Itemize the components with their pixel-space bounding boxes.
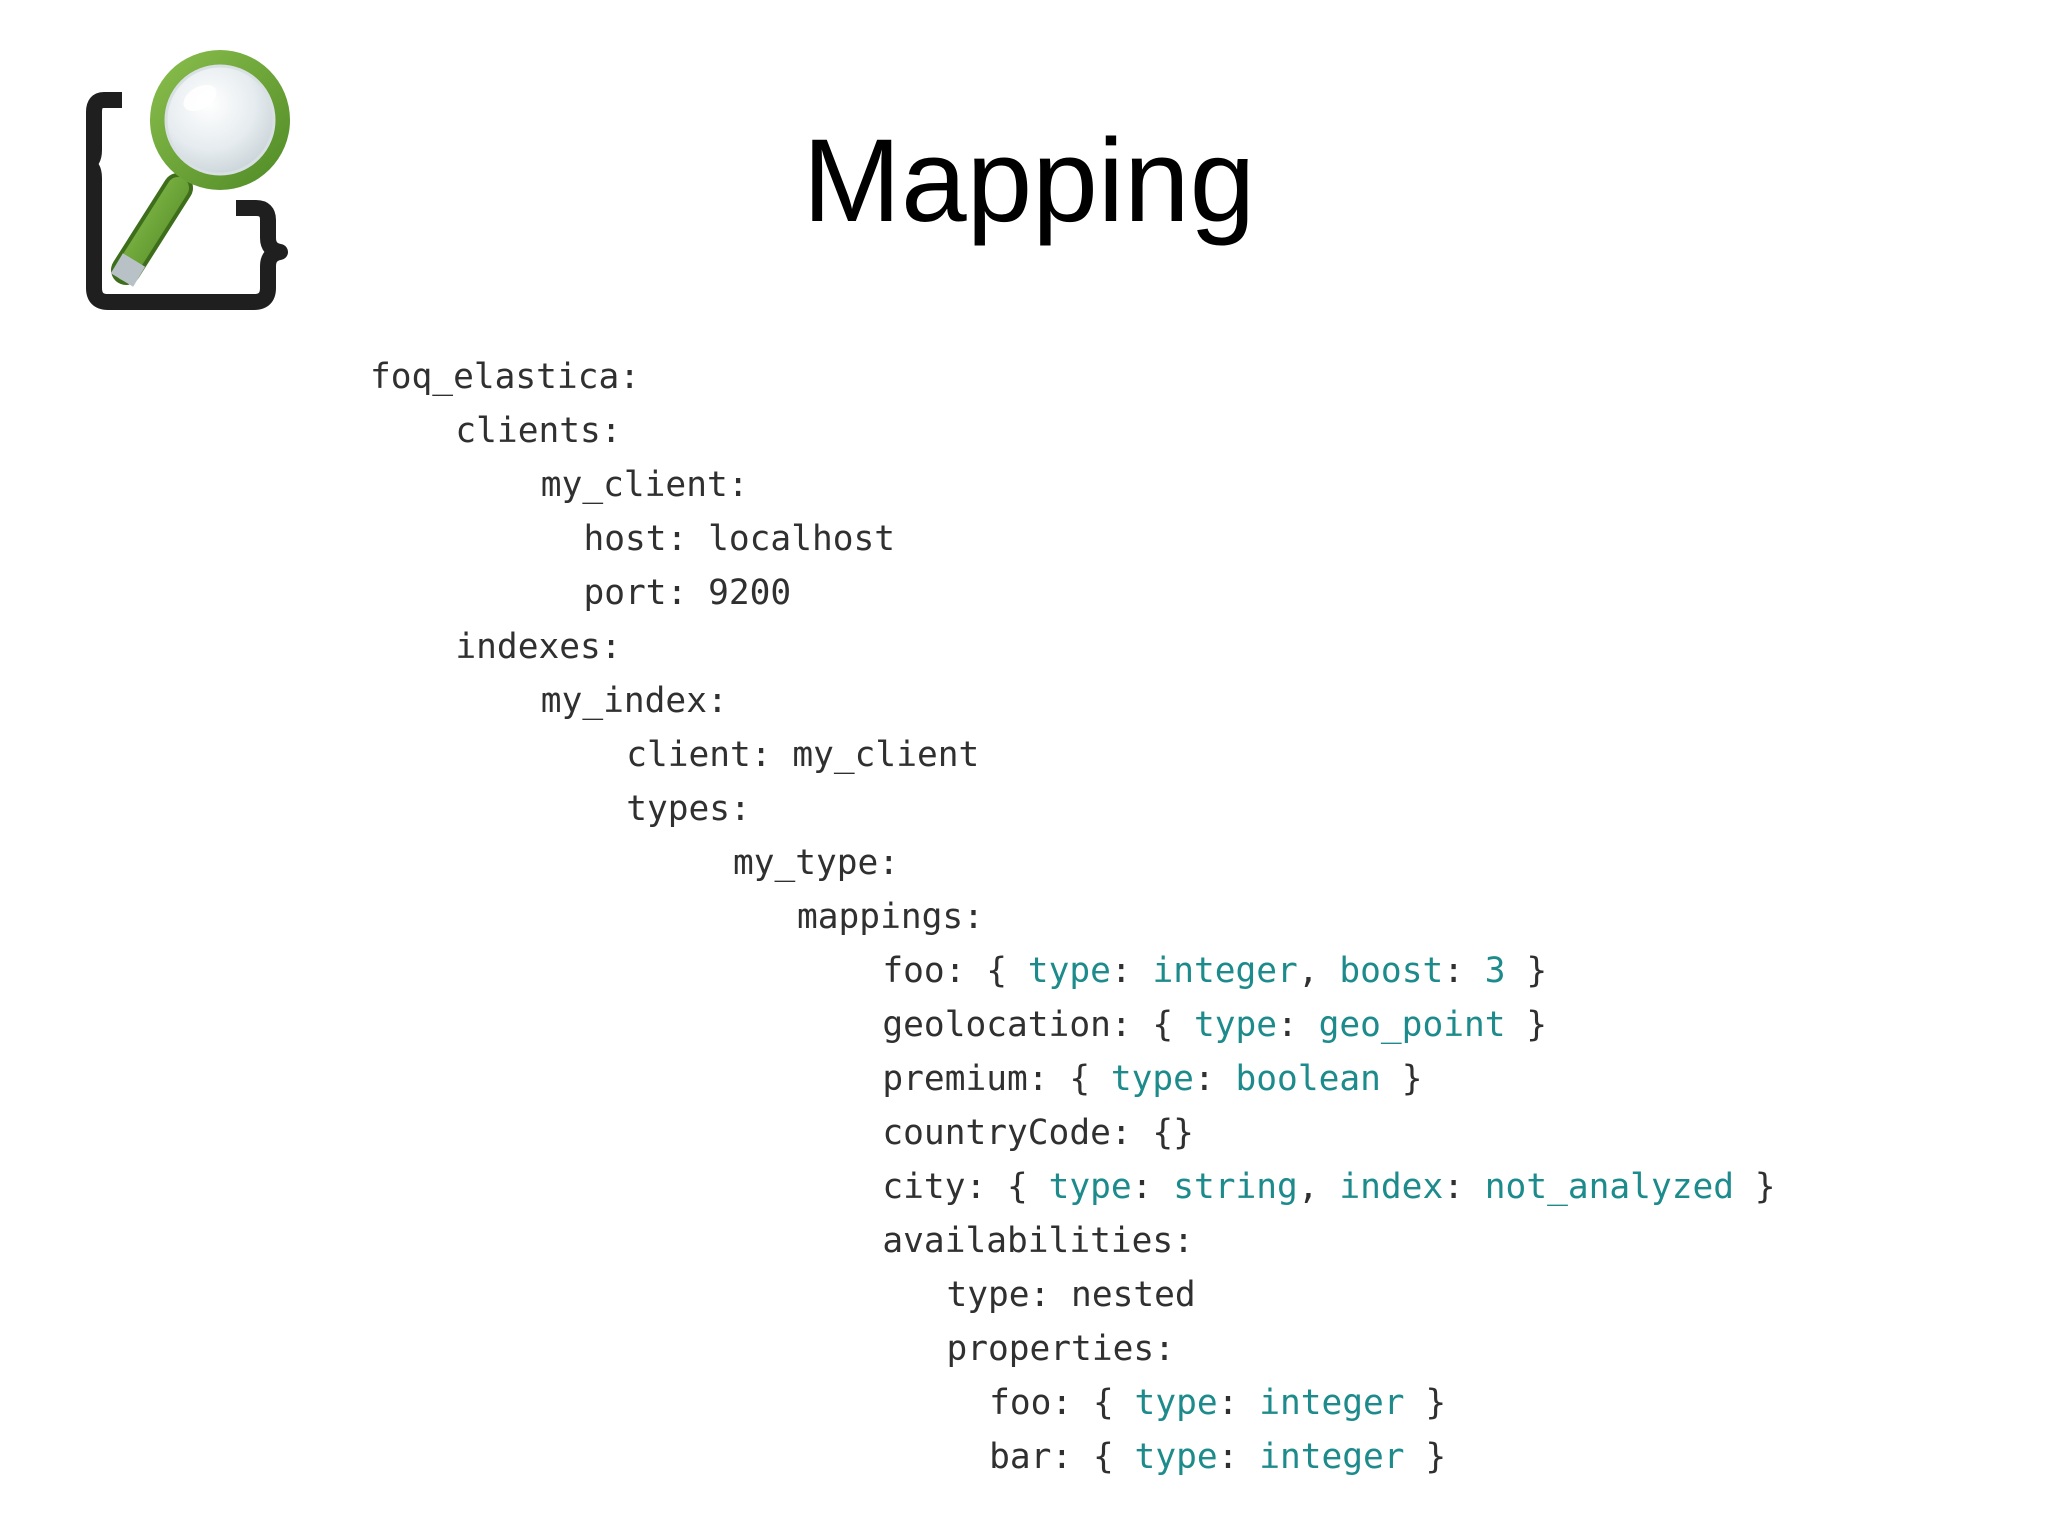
code-token: : <box>1110 951 1153 991</box>
code-token: integer <box>1259 1383 1405 1423</box>
code-text: my_type: <box>732 843 900 883</box>
code-token: 3 <box>1484 951 1506 991</box>
code-text: clients: <box>455 411 622 451</box>
code-token: } <box>1380 1059 1423 1099</box>
code-token: } <box>1404 1437 1447 1477</box>
code-text: types: <box>626 789 751 829</box>
code-token: : <box>1443 951 1485 991</box>
code-token: } <box>1505 951 1548 991</box>
code-token: geolocation: { <box>882 1005 1194 1045</box>
code-token: integer <box>1259 1437 1405 1477</box>
code-text: my_index: <box>540 681 728 721</box>
code-line: clients: <box>455 404 621 458</box>
code-text: foq_elastica: <box>370 357 641 397</box>
code-line: client: my_client <box>626 728 979 782</box>
code-line: geolocation: { type: geo_point } <box>882 998 1547 1052</box>
code-text: type: nested <box>946 1275 1196 1315</box>
code-token: bar: { <box>989 1437 1135 1477</box>
code-text: my_client: <box>540 465 749 505</box>
code-line: port: 9200 <box>584 566 792 620</box>
code-text: client: my_client <box>626 735 980 775</box>
code-token: type <box>1027 951 1111 991</box>
code-token: type <box>1110 1059 1194 1099</box>
code-line: premium: { type: boolean } <box>882 1052 1422 1106</box>
code-text: properties: <box>946 1329 1175 1369</box>
code-line: bar: { type: integer } <box>989 1430 1446 1484</box>
code-line: my_index: <box>541 674 728 728</box>
code-line: city: { type: string, index: not_analyze… <box>882 1160 1775 1214</box>
code-token: } <box>1734 1167 1776 1207</box>
code-token: type <box>1134 1437 1218 1477</box>
code-line: my_type: <box>733 836 899 890</box>
code-line: foo: { type: integer } <box>989 1376 1446 1430</box>
code-token: , <box>1297 951 1340 991</box>
code-text: host: localhost <box>583 519 896 559</box>
code-token: boost <box>1339 951 1444 991</box>
code-token: , <box>1297 1167 1340 1207</box>
code-token: } <box>1404 1383 1447 1423</box>
code-line: types: <box>626 782 751 836</box>
code-token: : <box>1217 1383 1260 1423</box>
slide-title: Mapping <box>802 115 1256 247</box>
code-token: : <box>1217 1437 1260 1477</box>
code-line: indexes: <box>455 620 621 674</box>
code-line: foq_elastica: <box>370 350 640 404</box>
code-token: : <box>1131 1167 1174 1207</box>
code-token: : <box>1277 1005 1319 1045</box>
code-line: my_client: <box>541 458 749 512</box>
code-token: type <box>1193 1005 1278 1045</box>
code-token: string <box>1173 1167 1298 1207</box>
code-line: foo: { type: integer, boost: 3 } <box>882 944 1547 998</box>
code-token: not_analyzed <box>1484 1167 1735 1207</box>
code-line: host: localhost <box>584 512 896 566</box>
code-line: countryCode: {} <box>882 1106 1194 1160</box>
code-token: foo: { <box>882 951 1028 991</box>
code-token: city: { <box>882 1167 1049 1207</box>
code-token: } <box>1505 1005 1548 1045</box>
code-text: port: 9200 <box>583 573 792 613</box>
code-token: type <box>1048 1167 1132 1207</box>
code-text: mappings: <box>797 897 984 937</box>
code-token: boolean <box>1235 1059 1381 1099</box>
code-token: foo: { <box>989 1383 1135 1423</box>
code-line: availabilities: <box>882 1214 1194 1268</box>
code-token: : <box>1443 1167 1485 1207</box>
code-text: availabilities: <box>882 1221 1194 1261</box>
code-line: properties: <box>946 1322 1174 1376</box>
code-token: premium: { <box>882 1059 1111 1099</box>
code-line: mappings: <box>797 890 984 944</box>
code-token: : <box>1193 1059 1236 1099</box>
code-token: integer <box>1152 951 1298 991</box>
code-line: type: nested <box>946 1268 1195 1322</box>
code-text: countryCode: {} <box>882 1113 1194 1153</box>
code-token: geo_point <box>1318 1005 1506 1045</box>
code-token: index <box>1339 1167 1444 1207</box>
braces-magnifier-icon <box>86 50 290 310</box>
code-token: type <box>1134 1383 1218 1423</box>
code-text: indexes: <box>455 627 622 667</box>
